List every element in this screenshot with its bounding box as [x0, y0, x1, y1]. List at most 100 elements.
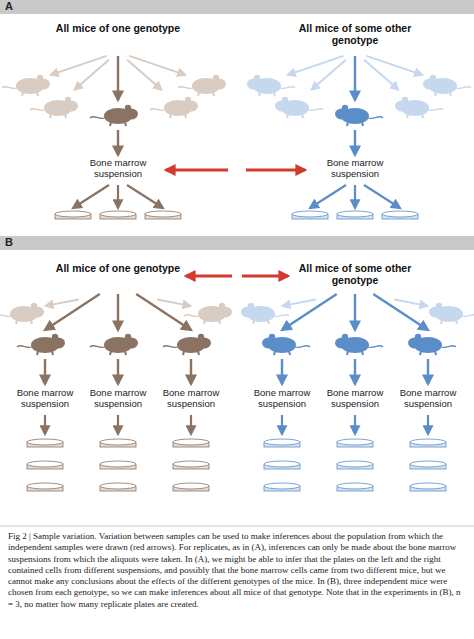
- mouse-part: [90, 117, 105, 119]
- mouse-part: [462, 315, 474, 317]
- mouse-part: [295, 346, 310, 348]
- mouse: [423, 75, 471, 96]
- mouse-part: [415, 334, 421, 340]
- petri-dish-lid: [100, 483, 136, 489]
- mouse-part: [282, 97, 288, 103]
- mouse-part: [289, 351, 290, 355]
- arrow: [283, 300, 316, 306]
- panel-header: [0, 0, 474, 14]
- petri-dish-lid: [264, 461, 300, 467]
- arrow: [281, 415, 283, 434]
- petri-dish-lid: [100, 211, 136, 217]
- mouse: [90, 334, 138, 355]
- mouse-part: [163, 346, 178, 348]
- sample-label: Bone marrow suspension: [320, 388, 390, 410]
- mouse-part: [2, 87, 17, 89]
- mouse: [408, 334, 456, 355]
- mouse-part: [185, 114, 186, 118]
- arrow: [129, 56, 185, 75]
- mouse-part: [342, 334, 348, 340]
- mouse: [2, 75, 50, 96]
- arrow: [117, 130, 119, 155]
- petri-dish-lid: [264, 439, 300, 445]
- sample-label: Bone marrow suspension: [247, 388, 317, 410]
- arrow: [186, 275, 232, 278]
- arrow: [354, 294, 356, 330]
- mouse: [335, 334, 383, 355]
- arrow: [117, 185, 119, 208]
- arrow: [354, 130, 356, 155]
- mouse-part: [204, 320, 205, 324]
- mouse-part: [0, 315, 11, 317]
- mouse-part: [435, 92, 436, 96]
- mouse-part: [456, 87, 471, 89]
- mouse-part: [213, 92, 214, 96]
- mouse-part: [430, 75, 436, 81]
- sample-label: Bone marrow suspension: [156, 388, 226, 410]
- petri-dish-lid: [337, 461, 373, 467]
- mouse-part: [170, 114, 171, 118]
- mouse-part: [362, 351, 363, 355]
- mouse-part: [37, 75, 43, 81]
- mouse-part: [50, 114, 51, 118]
- mouse: [335, 105, 383, 126]
- mouse: [0, 303, 44, 324]
- arrow: [117, 294, 119, 330]
- mouse-part: [302, 114, 303, 118]
- panel-letter: B: [5, 236, 35, 249]
- mouse-part: [65, 97, 71, 103]
- petri-dish-lid: [410, 483, 446, 489]
- mouse: [241, 303, 289, 324]
- arrow: [117, 359, 119, 384]
- petri-dish-lid: [100, 461, 136, 467]
- population-heading: All mice of some other genotype: [290, 262, 420, 286]
- petri-dish-lid: [337, 439, 373, 445]
- mouse-part: [125, 122, 126, 126]
- population-heading: All mice of one genotype: [53, 262, 183, 274]
- petri-dish-lid: [145, 211, 181, 217]
- mouse-part: [37, 351, 38, 355]
- mouse-part: [347, 122, 348, 126]
- petri-dish-lid: [292, 211, 328, 217]
- population-heading: All mice of some other genotype: [290, 22, 420, 46]
- mouse-part: [125, 105, 131, 111]
- caption: Fig 2 | Sample variation. Variation betw…: [8, 531, 466, 610]
- arrow: [312, 60, 346, 90]
- mouse-part: [268, 320, 269, 324]
- petri-dish-lid: [264, 483, 300, 489]
- mouse: [17, 334, 65, 355]
- arrow: [354, 56, 356, 100]
- mouse-part: [90, 346, 105, 348]
- mouse: [178, 75, 226, 96]
- mouse-part: [253, 320, 254, 324]
- mouse: [184, 303, 232, 324]
- sample-label: Bone marrow suspension: [315, 158, 395, 180]
- mouse: [395, 97, 443, 118]
- mouse: [90, 105, 138, 126]
- mouse-part: [420, 351, 421, 355]
- arrow: [73, 185, 109, 208]
- mouse-part: [308, 109, 323, 111]
- mouse-part: [16, 320, 17, 324]
- mouse-part: [254, 75, 260, 81]
- sample-label: Bone marrow suspension: [83, 388, 153, 410]
- arrow: [127, 185, 163, 208]
- mouse: [429, 303, 474, 324]
- mouse-part: [30, 109, 45, 111]
- arrow: [166, 169, 228, 172]
- sample-label: Bone marrow suspension: [393, 388, 463, 410]
- petri-dish-lid: [173, 483, 209, 489]
- arrow: [310, 185, 346, 208]
- mouse-part: [428, 109, 443, 111]
- arrow: [117, 56, 119, 100]
- mouse-part: [274, 351, 275, 355]
- mouse: [163, 334, 211, 355]
- sample-label: Bone marrow suspension: [10, 388, 80, 410]
- mouse-part: [52, 351, 53, 355]
- mouse-part: [287, 114, 288, 118]
- arrow: [44, 359, 46, 384]
- mouse-part: [342, 105, 348, 111]
- arrow: [366, 56, 422, 75]
- mouse-part: [422, 114, 423, 118]
- mouse-part: [248, 303, 254, 309]
